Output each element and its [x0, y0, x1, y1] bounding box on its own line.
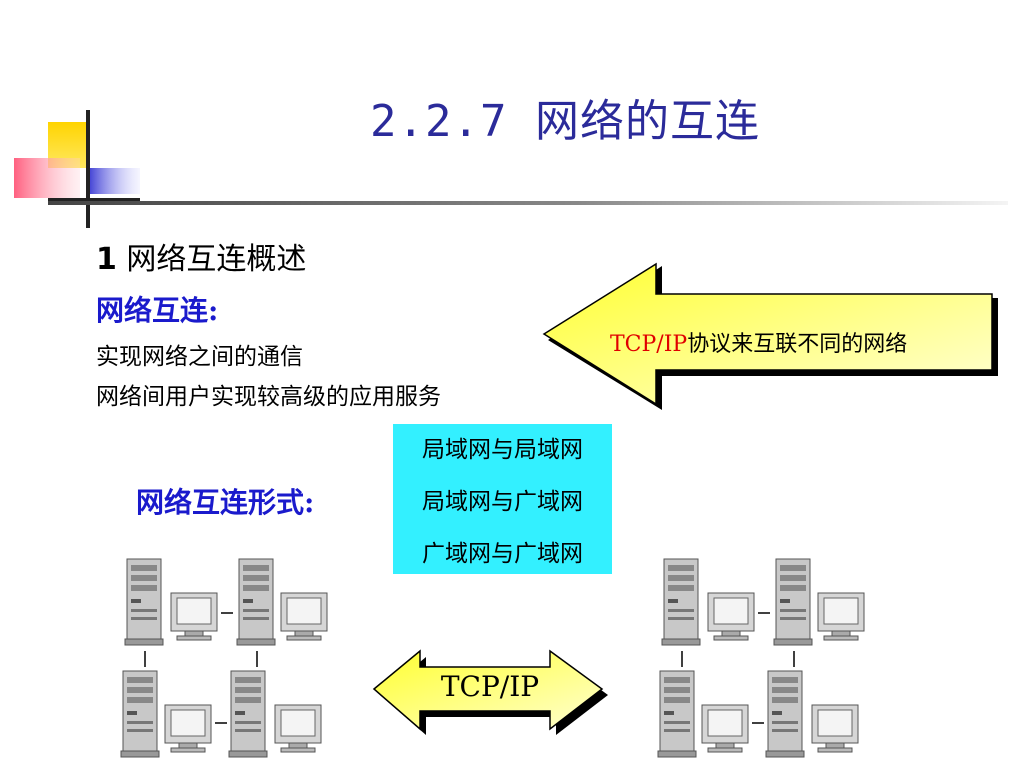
- monitor-icon: [707, 592, 755, 641]
- double-arrow-label: TCP/IP: [440, 670, 540, 703]
- forms-list: 局域网与局域网 局域网与广域网 广域网与广域网: [393, 424, 612, 574]
- title-underline: [48, 201, 1008, 205]
- server-tower-icon: [120, 670, 160, 758]
- server-tower-icon: [765, 670, 805, 758]
- monitor-icon: [817, 592, 865, 641]
- server-tower-icon: [124, 558, 164, 646]
- monitor-icon: [274, 704, 322, 753]
- section-number: 1: [96, 242, 117, 277]
- slide-title: 2.2.7 网络的互连: [370, 96, 760, 147]
- monitor-icon: [164, 704, 212, 753]
- definition-line: 网络间用户实现较高级的应用服务: [96, 384, 441, 410]
- network-cluster-left: [120, 558, 328, 758]
- server-tower-icon: [236, 558, 276, 646]
- monitor-icon: [170, 592, 218, 641]
- forms-heading: 网络互连形式:: [136, 486, 315, 519]
- definition-line: 实现网络之间的通信: [96, 344, 303, 370]
- callout-protocol: TCP/IP: [610, 332, 688, 357]
- callout-description: 协议来互联不同的网络: [687, 332, 908, 357]
- server-tower-icon: [657, 670, 697, 758]
- form-item: 局域网与广域网: [422, 489, 583, 515]
- double-arrow: [372, 649, 608, 735]
- section-heading: 1 网络互连概述: [96, 234, 306, 278]
- form-item: 广域网与广域网: [422, 541, 583, 567]
- server-tower-icon: [661, 558, 701, 646]
- callout-text: TCP/IP协议来互联不同的网络: [610, 326, 907, 358]
- network-cluster-right: [657, 558, 865, 758]
- server-tower-icon: [228, 670, 268, 758]
- title-decoration: [14, 110, 140, 228]
- monitor-icon: [280, 592, 328, 641]
- form-item: 局域网与局域网: [422, 437, 583, 463]
- definition-heading: 网络互连:: [96, 294, 219, 327]
- monitor-icon: [701, 704, 749, 753]
- callout-arrow: [542, 262, 998, 410]
- monitor-icon: [811, 704, 859, 753]
- server-tower-icon: [773, 558, 813, 646]
- section-title: 网络互连概述: [126, 242, 307, 277]
